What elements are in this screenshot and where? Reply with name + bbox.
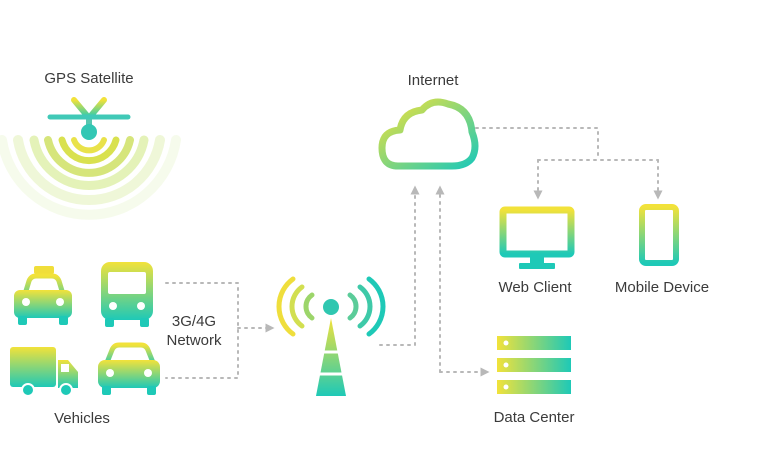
cell-tower-icon [276, 276, 386, 396]
monitor-icon [499, 206, 575, 269]
car-icon [98, 342, 160, 395]
mobile-device-label: Mobile Device [614, 279, 710, 296]
network-label-line2: Network [166, 332, 222, 349]
bus-icon [101, 262, 153, 327]
internet-label: Internet [407, 72, 459, 89]
data-center-label: Data Center [493, 409, 575, 426]
network-label: 3G/4G Network [166, 312, 221, 350]
vehicles-network-connector [165, 282, 275, 379]
server-stack-icon [497, 336, 571, 394]
smartphone-icon [639, 204, 679, 266]
satellite-icon [47, 97, 131, 140]
cloud-clients-connector [475, 127, 663, 200]
gps-satellite-label: GPS Satellite [44, 70, 134, 87]
tower-cloud-connector [379, 185, 490, 377]
truck-icon [10, 347, 78, 397]
network-label-line1: 3G/4G [171, 313, 217, 330]
satellite-signal-waves-icon [0, 135, 181, 220]
cloud-icon [378, 98, 479, 170]
web-client-label: Web Client [498, 279, 572, 296]
vehicles-label: Vehicles [54, 410, 110, 427]
taxi-icon [14, 266, 72, 325]
